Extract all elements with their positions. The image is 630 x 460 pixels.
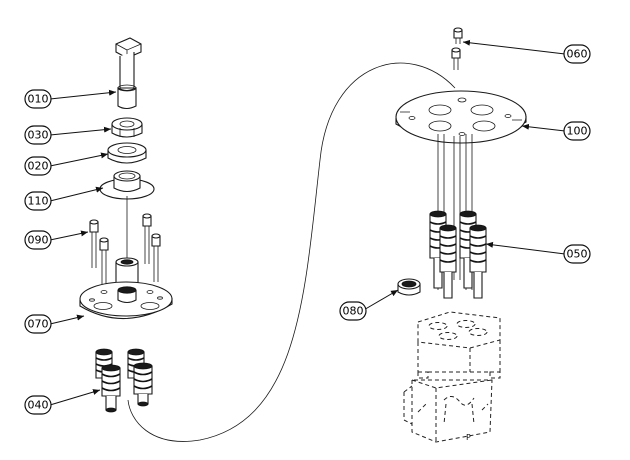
balloon-050[interactable]: 050 — [563, 244, 591, 264]
balloon-080-label: 080 — [343, 305, 364, 318]
part-010-pin — [115, 37, 142, 110]
balloon-070-label: 070 — [28, 318, 49, 331]
balloon-090-label: 090 — [28, 234, 49, 247]
balloon-110[interactable]: 110 — [24, 191, 52, 211]
balloon-100[interactable]: 100 — [563, 121, 591, 141]
balloon-020-label: 020 — [28, 160, 49, 173]
balloon-100-label: 100 — [567, 125, 588, 138]
housing-mark: P — [466, 433, 471, 442]
part-080-plug — [397, 278, 421, 296]
leader-lines — [49, 39, 566, 406]
connector-curve — [127, 62, 456, 442]
part-020-washer — [107, 142, 147, 164]
balloon-030[interactable]: 030 — [24, 125, 52, 145]
balloon-030-label: 030 — [28, 129, 49, 142]
part-050-pins — [429, 210, 487, 299]
balloon-040[interactable]: 040 — [24, 395, 52, 415]
balloon-110-label: 110 — [28, 195, 49, 208]
balloon-050-label: 050 — [567, 248, 588, 261]
part-060-screws — [451, 27, 463, 70]
right-assembly: P — [395, 27, 527, 443]
balloon-080[interactable]: 080 — [339, 301, 367, 321]
balloon-010-label: 010 — [28, 93, 49, 106]
part-090-screws — [89, 213, 161, 288]
balloon-070[interactable]: 070 — [24, 314, 52, 334]
part-040-cartridges — [95, 348, 153, 413]
balloon-060[interactable]: 060 — [563, 44, 591, 64]
part-110-sleeve — [99, 170, 155, 200]
balloon-010[interactable]: 010 — [24, 89, 52, 109]
housing — [403, 311, 501, 443]
part-030-nut — [111, 117, 143, 138]
balloon-090[interactable]: 090 — [24, 230, 52, 250]
part-070-plate — [79, 281, 173, 320]
balloon-060-label: 060 — [567, 48, 588, 61]
balloon-020[interactable]: 020 — [24, 156, 52, 176]
balloon-040-label: 040 — [28, 399, 49, 412]
part-100-plate — [395, 90, 527, 144]
left-assembly — [79, 37, 173, 413]
